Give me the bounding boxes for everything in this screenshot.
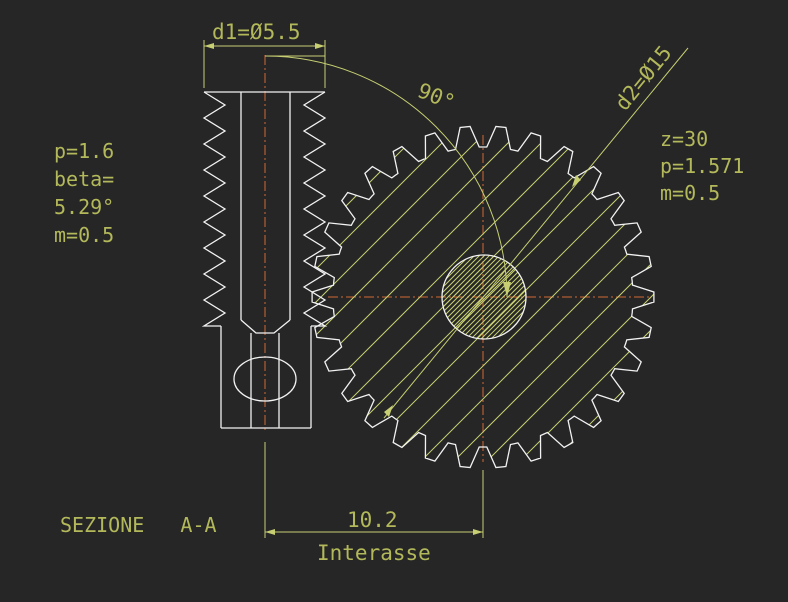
hub-circle (441, 254, 527, 340)
worm-cross-hole (233, 356, 297, 402)
hatch-line (312, 126, 565, 468)
hatch-line (442, 255, 476, 339)
dimension-center-distance: 10.2 Interasse (264, 442, 484, 565)
hatch-line (533, 126, 654, 468)
hatch-line (442, 255, 486, 339)
hatch-line (442, 255, 496, 339)
hatch-line (312, 126, 466, 468)
worm-notes: p=1.6 beta= 5.29° m=0.5 (54, 139, 114, 247)
hatch-line (484, 255, 526, 339)
worm-pitch: p=1.6 (54, 139, 114, 163)
hatch-line (401, 126, 654, 468)
wheel-pitch: p=1.571 (660, 154, 744, 178)
wheel-teeth: z=30 (660, 127, 708, 151)
hatch-line (467, 126, 654, 468)
hatch-line (312, 126, 334, 468)
hatch-line (442, 255, 481, 339)
hatch-line (312, 126, 499, 468)
d1-label: d1=Ø5.5 (212, 20, 301, 44)
hatch-line (312, 126, 433, 468)
d2-label: d2=Ø15 (610, 41, 676, 115)
wheel-module: m=0.5 (660, 181, 720, 205)
hatch-line (454, 255, 526, 339)
worm-bore-cone (240, 319, 291, 334)
dimension-d1: d1=Ø5.5 (203, 20, 326, 88)
hatch-line (464, 255, 526, 339)
angle-label: 90° (414, 78, 458, 114)
worm-left-threads (201, 91, 227, 327)
worm-right-threads (302, 91, 328, 327)
hatch-line (335, 126, 654, 468)
wheel-gear-outline (311, 125, 655, 469)
worm-beta-label: beta= (54, 167, 114, 191)
hatch-line (442, 255, 501, 339)
hatch-line (368, 126, 654, 468)
hatch-line (442, 255, 516, 339)
hatch-line (489, 255, 526, 339)
worm-module: m=0.5 (54, 223, 114, 247)
hatch-line (474, 255, 526, 339)
hatch-line (479, 255, 526, 339)
hatch-line (442, 255, 521, 339)
center-distance-value: 10.2 (347, 508, 398, 532)
hatch-line (459, 255, 526, 339)
hatch-line (449, 255, 526, 339)
worm-body (201, 91, 328, 429)
hatch-line (469, 255, 526, 339)
hatch-line (0, 120, 300, 480)
hatch-line (434, 126, 654, 468)
hatch-line (312, 126, 532, 468)
hatch-line (442, 255, 511, 339)
center-distance-label: Interasse (317, 541, 431, 565)
wheel-notes: z=30 p=1.571 m=0.5 (660, 127, 744, 205)
hatch-line (312, 126, 598, 468)
hatch-line (442, 255, 506, 339)
hatch-line (500, 126, 654, 468)
worm-beta-value: 5.29° (54, 195, 114, 219)
section-label: SEZIONE A-A (60, 513, 217, 537)
